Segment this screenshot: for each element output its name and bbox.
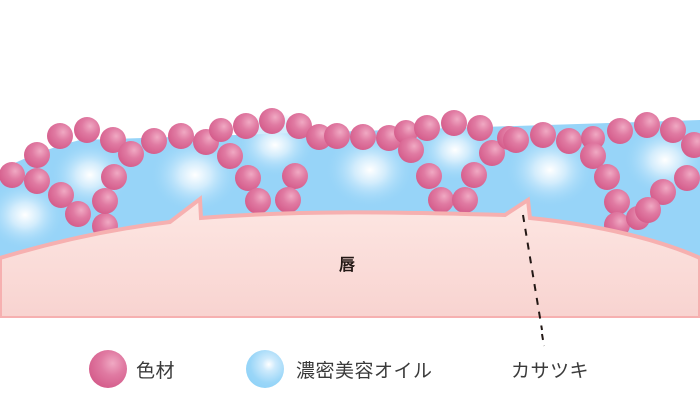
legend-pigment-label: 色材 [136, 360, 176, 382]
pigment-spheres [0, 108, 700, 239]
legend-oil-label: 濃密美容オイル [296, 360, 433, 382]
oil-legend-icon [246, 350, 284, 388]
dryness-leader-line [522, 214, 543, 331]
pigment-legend-icon [89, 350, 127, 388]
dryness-leader-line-tail [541, 333, 545, 347]
lip-surface [0, 195, 700, 322]
legend-dryness-label: カサツキ [511, 360, 590, 382]
lip-label: 唇 [339, 255, 356, 274]
